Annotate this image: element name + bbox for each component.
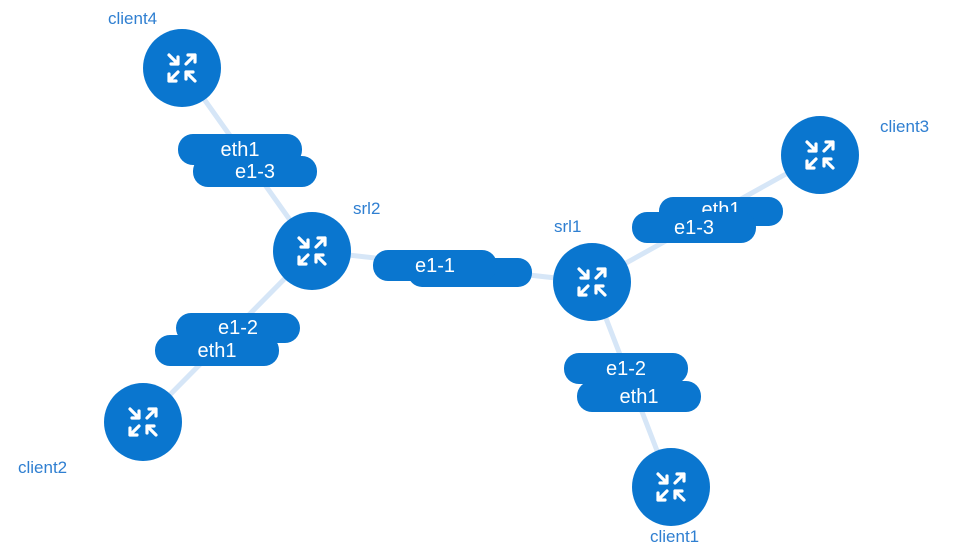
- router-icon: [632, 448, 710, 526]
- router-icon: [143, 29, 221, 107]
- node-label-client4: client4: [108, 9, 157, 28]
- router-icon: [273, 212, 351, 290]
- node-srl2[interactable]: [273, 212, 351, 290]
- node-label-client1: client1: [650, 527, 699, 546]
- link-label-text: e1-2: [218, 317, 258, 339]
- link-label-text: eth1: [221, 139, 260, 161]
- router-icon: [553, 243, 631, 321]
- node-client4[interactable]: [143, 29, 221, 107]
- node-label-client2: client2: [18, 458, 67, 477]
- link-label-client2-eth1[interactable]: eth1: [155, 335, 279, 366]
- link-label-text: e1-3: [674, 217, 714, 239]
- node-srl1[interactable]: [553, 243, 631, 321]
- link-label-srl2-e1-3[interactable]: e1-3: [193, 156, 317, 187]
- router-icon: [781, 116, 859, 194]
- link-label-text: e1-2: [606, 358, 646, 380]
- link-label-text: e1-3: [235, 161, 275, 183]
- node-client1[interactable]: [632, 448, 710, 526]
- node-label-srl2: srl2: [353, 199, 380, 218]
- link-label-srl1-e1-2[interactable]: e1-2: [564, 353, 688, 384]
- link-label-text: e1-1: [415, 255, 455, 277]
- router-icon: [104, 383, 182, 461]
- node-client2[interactable]: [104, 383, 182, 461]
- node-client3[interactable]: [781, 116, 859, 194]
- link-label-srl2-e1-1[interactable]: e1-1: [373, 250, 497, 281]
- link-labels: eth1 e1-3 eth1 e1-3 e1-1 e1-1 e1-2: [155, 134, 783, 412]
- node-label-srl1: srl1: [554, 217, 581, 236]
- link-label-text: eth1: [620, 386, 659, 408]
- node-label-client3: client3: [880, 117, 929, 136]
- link-label-text: eth1: [198, 340, 237, 362]
- link-label-srl1-e1-3[interactable]: e1-3: [632, 212, 756, 243]
- link-label-client1-eth1[interactable]: eth1: [577, 381, 701, 412]
